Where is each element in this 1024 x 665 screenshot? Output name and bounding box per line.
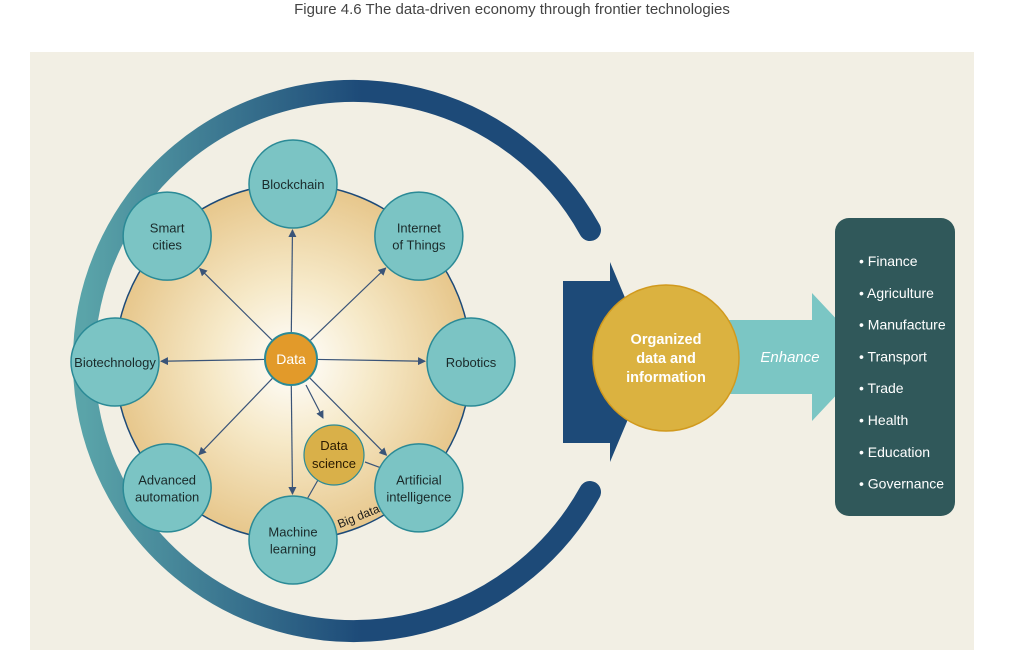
sectors-box [835,218,955,516]
node-circle-artificial-intelligence [374,443,464,533]
node-label-internet-of-things: Internet [397,221,441,236]
center-data-node: Data [264,332,318,386]
node-label-machine-learning: Machine [268,525,317,540]
sector-item: • Education [859,444,930,460]
data-science-spoke [305,384,324,419]
spoke-machine-learning [288,385,297,496]
spoke-internet-of-things [310,267,387,341]
organized-label-line-1: Organized [631,332,702,348]
figure-title: Figure 4.6 The data-driven economy throu… [294,1,730,18]
node-robotics: Robotics [426,317,516,407]
node-circle-robotics [426,317,516,407]
node-label-internet-of-things: of Things [392,238,446,253]
sector-item: • Trade [859,380,904,396]
node-label-advanced-automation: Advanced [138,472,196,487]
spoke-smart-cities [199,267,273,341]
node-circle-internet-of-things [374,191,464,281]
sector-item: • Health [859,412,908,428]
node-label-blockchain: Blockchain [262,177,325,192]
node-circle-blockchain [248,139,338,229]
sector-item: • Finance [859,253,918,269]
node-circle-advanced-automation [122,443,212,533]
node-circle-machine-learning [248,495,338,585]
sector-item: • Transport [859,348,927,364]
spoke-blockchain [288,228,297,333]
node-label-robotics: Robotics [446,355,497,370]
data-science-label-line-2: science [312,456,356,471]
node-artificial-intelligence: Artificial intelligence [374,443,464,533]
sector-item: • Governance [859,476,944,492]
sector-item: • Agriculture [859,285,934,301]
enhance-arrow [705,293,872,421]
node-label-machine-learning: learning [270,542,316,557]
node-label-advanced-automation: automation [135,489,199,504]
organized-data-node: Organized data and information [592,284,740,432]
sectors-list: • Finance • Agriculture • Manufacture • Tra… [859,253,946,492]
spoke-artificial-intelligence [309,377,388,456]
node-label-artificial-intelligence: intelligence [386,489,451,504]
center-data-label: Data [276,351,306,367]
organized-label-line-2: data and [636,351,696,367]
spoke-advanced-automation [198,378,273,456]
node-label-artificial-intelligence: Artificial [396,472,442,487]
node-internet-of-things: Internet of Things [374,191,464,281]
data-science-node: Data science [303,424,365,486]
node-smart-cities: Smart cities [122,191,212,281]
node-circle-smart-cities [122,191,212,281]
node-label-biotechnology: Biotechnology [74,355,156,370]
node-blockchain: Blockchain [248,139,338,229]
node-circle-biotechnology [70,317,160,407]
node-label-smart-cities: cities [152,238,182,253]
node-label-smart-cities: Smart [150,221,185,236]
enhance-label: Enhance [760,349,819,366]
data-science-label-line-1: Data [320,438,348,453]
node-biotechnology: Biotechnology [70,317,160,407]
node-machine-learning: Machine learning [248,495,338,585]
sector-item: • Manufacture [859,317,946,333]
spoke-robotics [317,357,427,366]
node-advanced-automation: Advanced automation [122,443,212,533]
spoke-biotechnology [159,357,265,366]
organized-label-line-3: information [626,370,706,386]
spokes [159,228,427,496]
